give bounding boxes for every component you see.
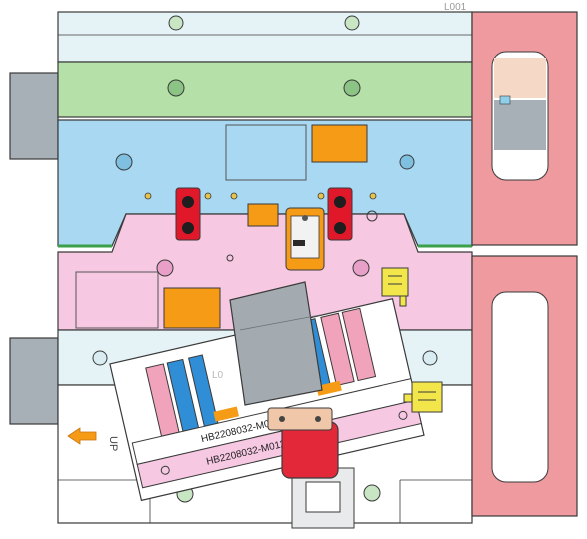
bolt-hole: [168, 15, 184, 31]
pink-window: [75, 271, 159, 329]
roller-pink: [341, 307, 377, 382]
corner-label: L001: [444, 2, 467, 13]
bolt-hole: [156, 259, 174, 277]
limit-switch-upper: [381, 267, 409, 307]
bolt-hole: [422, 350, 438, 366]
bolt-hole: [115, 153, 133, 171]
left-block-upper: [9, 72, 59, 160]
cavity-window: [225, 124, 307, 181]
bolt-hole: [352, 259, 370, 277]
bolt-hole: [167, 79, 185, 97]
gray-arm: [229, 281, 323, 406]
orange-pad: [311, 124, 368, 163]
roller-pink: [320, 312, 355, 387]
direction-label: UP: [107, 436, 119, 451]
red-clamp-left: [175, 187, 201, 241]
red-clamp-right: [327, 187, 353, 241]
up-arrow-icon: [67, 427, 97, 445]
orange-bracket: [247, 203, 279, 227]
bolt-hole: [344, 15, 360, 31]
bolt-hole: [363, 484, 381, 502]
cylinder-flange: [267, 407, 333, 431]
left-block-lower: [9, 337, 59, 425]
bolt-hole: [92, 350, 108, 366]
bolt-hole: [343, 79, 361, 97]
bolt-hole: [399, 154, 415, 170]
limit-switch-lower: [403, 381, 443, 413]
top-clamp-plate: [57, 11, 473, 63]
orange-pad: [163, 287, 221, 329]
faint-label: L0: [212, 370, 224, 381]
green-plate: [57, 61, 473, 118]
